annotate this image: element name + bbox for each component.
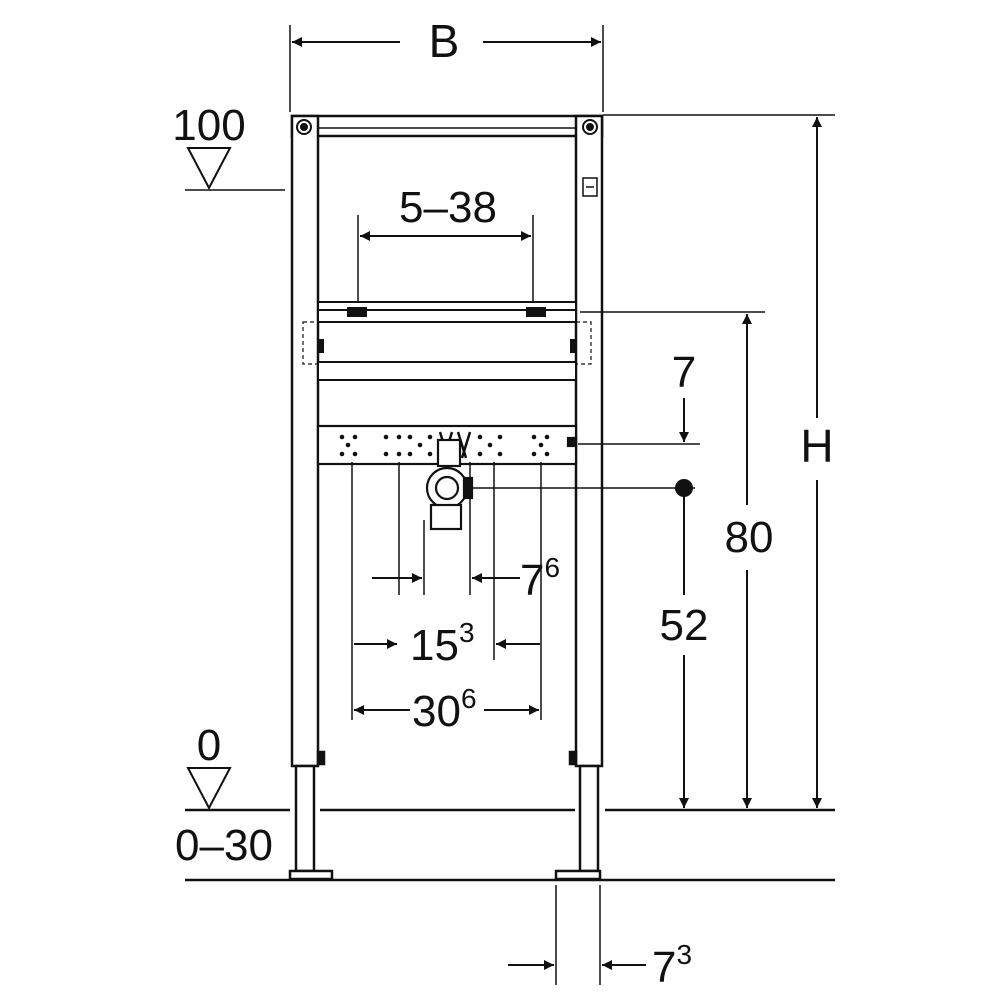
level-zero-label: 0 — [197, 721, 221, 770]
level-markers — [186, 147, 232, 811]
spacing-a-label: 76 — [520, 552, 560, 605]
foot-label: 73 — [652, 939, 692, 992]
level-100-triangle — [186, 147, 232, 191]
bracket-range-label: 5–38 — [399, 183, 497, 232]
spacing-c-base: 30 — [412, 687, 461, 736]
foot-sup: 3 — [676, 939, 692, 970]
spacing-a-base: 7 — [520, 556, 544, 605]
extension-lines — [289, 25, 835, 985]
foot-base: 7 — [652, 943, 676, 992]
spacing-b-label: 153 — [410, 617, 475, 670]
corner-bolts — [296, 119, 598, 135]
offset-7-label: 7 — [672, 348, 696, 397]
bracket-rail — [302, 301, 592, 381]
height-80-label: 80 — [725, 513, 774, 562]
spacing-a-sup: 6 — [544, 552, 560, 583]
height-52-label: 52 — [660, 601, 709, 650]
spacing-b-base: 15 — [410, 621, 459, 670]
spacing-c-label: 306 — [412, 683, 477, 736]
level-top-label: 100 — [172, 101, 245, 150]
plate-holes — [339, 434, 550, 457]
level-0-triangle — [186, 767, 232, 811]
floor-range-label: 0–30 — [175, 821, 273, 870]
spacing-b-sup: 3 — [459, 617, 475, 648]
height-h-label: H — [800, 420, 833, 472]
spirit-level-mark — [582, 177, 598, 197]
width-label: B — [429, 15, 460, 67]
spacing-c-sup: 6 — [461, 683, 477, 714]
reference-point — [675, 479, 693, 497]
dimension-arrows — [292, 37, 822, 970]
